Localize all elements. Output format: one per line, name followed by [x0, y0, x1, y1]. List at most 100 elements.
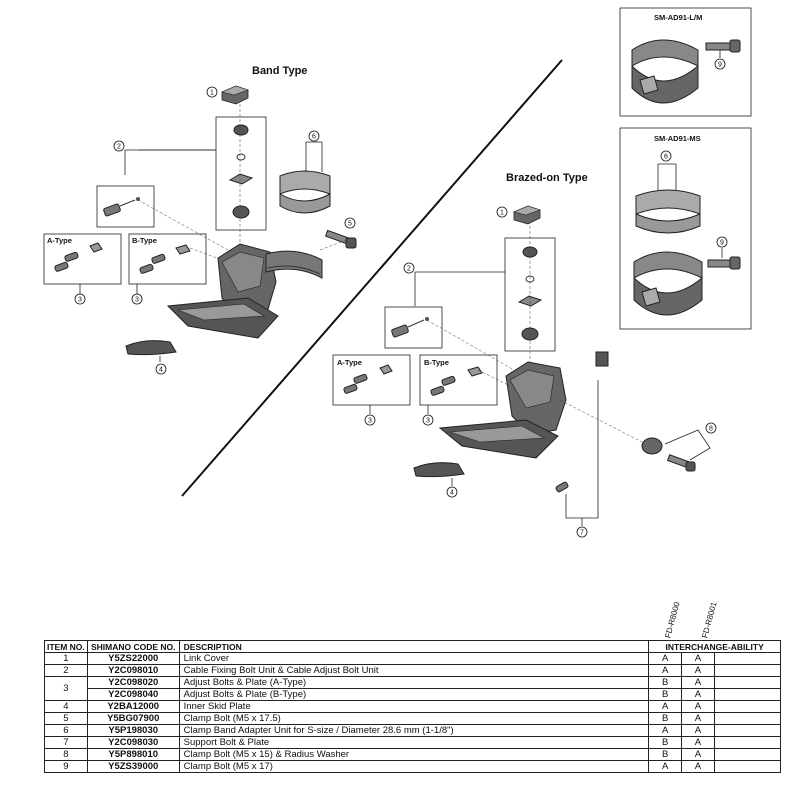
callout-3-brazed-b-num: 3: [426, 418, 430, 425]
divider-line: [181, 59, 563, 497]
interchange-r8001-cell: A: [681, 676, 715, 689]
brazed-derailleur-body: [438, 351, 609, 459]
inset-ms-title: SM-AD91-MS: [654, 134, 701, 143]
band-adapter-6: [279, 170, 331, 214]
description-cell: Clamp Bolt (M5 x 17.5): [178, 712, 650, 725]
code-no-cell: Y5P898010: [86, 748, 180, 761]
code-no-cell: Y5P198030: [86, 724, 180, 737]
code-no-cell: Y5BG07900: [86, 712, 180, 725]
brazed-clamp-bolt-8: [641, 437, 696, 472]
interchange-r8000-cell: B: [648, 736, 683, 749]
callout-1-band-num: 1: [210, 90, 214, 97]
callout-4-band: [155, 363, 167, 375]
interchange-r8001-cell: A: [681, 700, 715, 713]
brazed-a-type-box: [332, 354, 411, 406]
callout-2-brazed: [403, 262, 415, 274]
brazed-guide-lines: [426, 226, 643, 443]
band-a-type-bolts: [54, 242, 103, 272]
interchange-r8000-cell: A: [648, 724, 683, 737]
callout-1-brazed: [496, 206, 508, 218]
code-no-cell: Y5ZS22000: [86, 652, 180, 665]
brazed-adjust-bolt: [391, 317, 429, 338]
inset-lm-title: SM-AD91-L/M: [654, 13, 702, 22]
interchange-r8001-cell: A: [681, 748, 715, 761]
callout-3-band-a: [74, 293, 86, 305]
brazed-a-type-label: A-Type: [337, 358, 362, 367]
item-no-cell: 6: [44, 724, 88, 737]
band-type-title: Band Type: [252, 65, 307, 77]
description-cell: Support Bolt & Plate: [178, 736, 650, 749]
blank-cell: [713, 652, 782, 665]
brazed-adjust-bolt-box: [384, 306, 443, 349]
callout-9-inset-lm: [714, 58, 726, 70]
interchange-r8001-cell: A: [681, 712, 715, 725]
inset-lm-clamp: [631, 39, 699, 104]
blank-cell: [713, 700, 782, 713]
interchange-r8000-cell: B: [648, 748, 683, 761]
header-code-no: SHIMANO CODE NO.: [86, 640, 180, 653]
exploded-parts-diagram: Band Type 1 2 A-Type B-Type 3: [43, 7, 752, 538]
item-no-cell: 9: [44, 760, 88, 773]
callout-9-inset-ms-num: 9: [720, 240, 724, 247]
item-no-cell: 2: [44, 664, 88, 677]
brazed-type-title: Brazed-on Type: [506, 172, 588, 184]
band-cable-fixing-box: [215, 116, 267, 231]
interchange-r8000-cell: A: [648, 664, 683, 677]
callout-5-band: [344, 217, 356, 229]
code-no-cell: Y2C098020: [86, 676, 180, 689]
interchange-r8001-cell: A: [681, 664, 715, 677]
item-no-cell: 7: [44, 736, 88, 749]
callout-4-brazed-num: 4: [450, 490, 454, 497]
band-cable-fixing-parts: [228, 124, 254, 219]
inset-ms-clamp: [633, 251, 703, 316]
callout-3-band-b-num: 3: [135, 297, 139, 304]
band-link-cover-1: [221, 85, 249, 105]
parts-table: ITEM NO. SHIMANO CODE NO. DESCRIPTION IN…: [44, 640, 782, 773]
code-no-cell: Y2C098010: [86, 664, 180, 677]
brazed-a-type-bolts: [343, 364, 393, 394]
callout-6-inset-ms-num: 6: [664, 154, 668, 161]
band-b-type-box: [128, 233, 207, 285]
callout-9-inset-ms: [716, 236, 728, 248]
parts-table-header: ITEM NO. SHIMANO CODE NO. DESCRIPTION IN…: [44, 640, 781, 653]
blank-cell: [713, 760, 782, 773]
blank-cell: [713, 688, 782, 701]
blank-cell: [713, 664, 782, 677]
code-no-cell: Y2C098030: [86, 736, 180, 749]
description-cell: Inner Skid Plate: [178, 700, 650, 713]
brazed-support-bolt-7: [555, 481, 569, 493]
interchange-r8000-cell: B: [648, 676, 683, 689]
brazed-inner-skid-plate-4: [413, 462, 465, 478]
item-no-cell: 4: [44, 700, 88, 713]
callout-5-band-num: 5: [348, 221, 352, 228]
blank-cell: [713, 724, 782, 737]
description-cell: Adjust Bolts & Plate (A-Type): [178, 676, 650, 689]
interchange-r8000-cell: B: [648, 688, 683, 701]
inset-lm-box: [619, 7, 752, 117]
interchange-r8001-cell: A: [681, 724, 715, 737]
band-inner-skid-plate-4: [125, 340, 177, 356]
brazed-b-type-box: [419, 354, 498, 406]
interchange-r8000-cell: A: [648, 760, 683, 773]
brazed-b-type-label: B-Type: [424, 358, 449, 367]
description-cell: Cable Fixing Bolt Unit & Cable Adjust Bo…: [178, 664, 650, 677]
callout-3-brazed-b: [422, 414, 434, 426]
blank-cell: [713, 712, 782, 725]
band-guide-lines: [137, 104, 347, 263]
code-no-cell: Y2BA12000: [86, 700, 180, 713]
callout-3-brazed-a-num: 3: [368, 418, 372, 425]
band-a-type-label: A-Type: [47, 236, 72, 245]
inset-ms-adapter: [635, 189, 701, 234]
item-no-cell: 5: [44, 712, 88, 725]
callout-2-band-num: 2: [117, 144, 121, 151]
band-derailleur-body: [166, 243, 279, 339]
brazed-b-type-bolts: [430, 366, 483, 396]
